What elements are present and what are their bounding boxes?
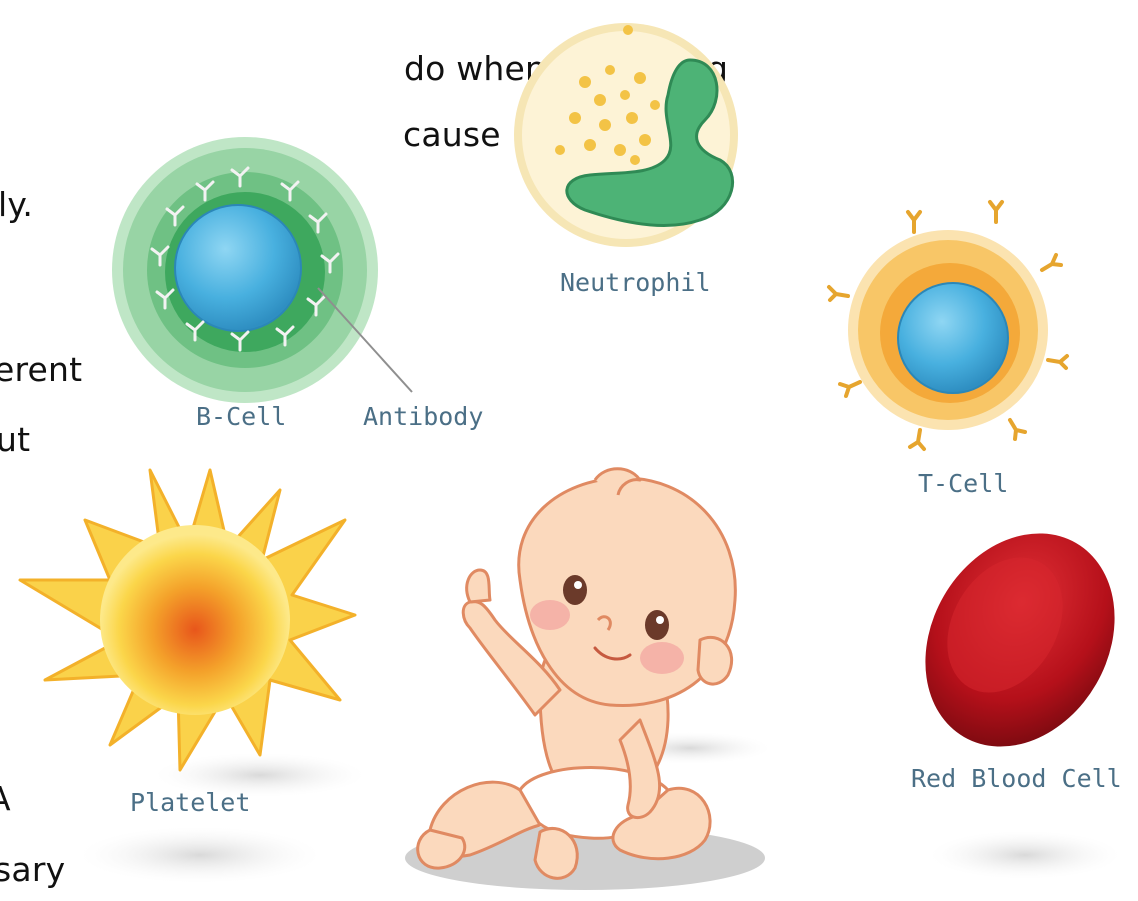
neutrophil-label: Neutrophil bbox=[560, 270, 711, 295]
t-cell-nucleus bbox=[898, 283, 1008, 393]
red-blood-cell bbox=[888, 499, 1138, 781]
platelet bbox=[20, 470, 355, 770]
baby-left-cheek bbox=[530, 600, 570, 630]
baby bbox=[418, 469, 736, 879]
t-cell bbox=[829, 202, 1067, 449]
antibody-label: Antibody bbox=[363, 404, 483, 429]
b-cell-nucleus bbox=[175, 205, 301, 331]
b-cell-label: B-Cell bbox=[196, 404, 286, 429]
t-cell-label: T-Cell bbox=[918, 471, 1008, 496]
baby-left-eye bbox=[563, 575, 587, 605]
b-cell bbox=[112, 137, 378, 403]
baby-right-cheek bbox=[640, 642, 684, 674]
platelet-shadow-2 bbox=[80, 827, 320, 883]
rbc-shadow bbox=[930, 831, 1120, 879]
neutrophil bbox=[514, 23, 738, 247]
platelet-label: Platelet bbox=[130, 790, 250, 815]
baby-right-eye bbox=[645, 610, 669, 640]
red-blood-cell-label: Red Blood Cell bbox=[911, 766, 1122, 791]
